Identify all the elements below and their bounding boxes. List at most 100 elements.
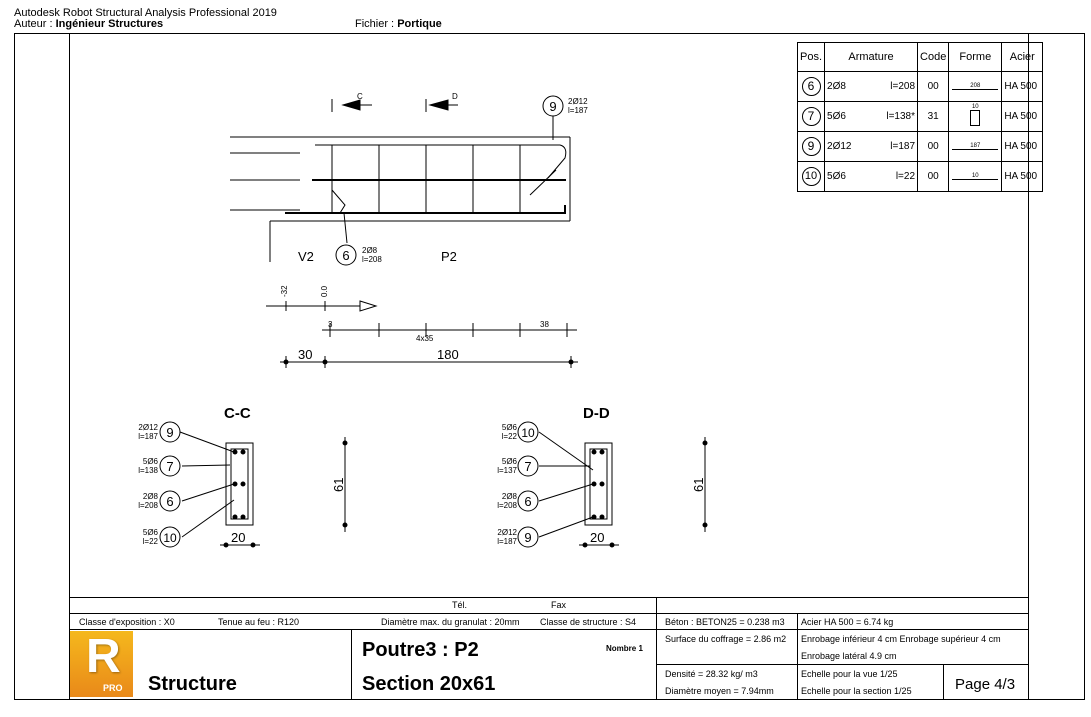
callout-length: l=187 (138, 432, 158, 441)
cover-top-bottom: Enrobage inférieur 4 cm Enrobage supérie… (801, 634, 1001, 644)
callout-length: l=208 (497, 501, 517, 510)
stirrup-spacing-dimension: 3 4x35 38 (322, 320, 577, 343)
pos-circle: 7 (801, 107, 821, 126)
element-name: Poutre3 : P2 (362, 639, 479, 661)
shape-label: 10 (971, 173, 979, 179)
col-acier: Acier (1001, 42, 1044, 72)
rebar-schedule-table: Pos. Armature Code Forme Acier 6 2Ø8 l=2… (796, 42, 1044, 192)
callout-desc: 2Ø8 (362, 246, 378, 255)
callout-desc: 2Ø12 (497, 528, 517, 537)
callout-length: l=137 (497, 466, 517, 475)
dim-30: 30 (298, 347, 312, 362)
section-marker-c: C (331, 92, 372, 112)
title-divider (656, 613, 1029, 614)
author-value: Ingénieur Structures (55, 18, 164, 30)
page-number: Page 4/3 (955, 676, 1016, 693)
shape-label: 208 (970, 83, 981, 89)
code-cell: 31 (917, 101, 950, 132)
title-divider (656, 664, 1029, 665)
callout-length: l=22 (143, 537, 159, 546)
section-c-label: C (357, 92, 363, 101)
callout-pos-9: 9 2Ø12 l=187 (138, 421, 181, 443)
overall-dimension: 30 180 (280, 347, 578, 368)
callout-number: 10 (163, 531, 177, 545)
beam-elevation (230, 116, 571, 262)
section-dd-height: 61 (691, 478, 706, 492)
steel-cell: HA 500 (1001, 161, 1044, 192)
scale-section: Echelle pour la section 1/25 (801, 686, 912, 696)
title-divider (656, 597, 657, 700)
steel-weight: Acier HA 500 = 6.74 kg (801, 617, 894, 627)
title-divider (943, 664, 944, 700)
length-cell: l=138* (873, 101, 919, 132)
stirrup-shape-icon (970, 110, 981, 126)
table-row: 9 2Ø12 l=187 00 187 HA 500 (796, 131, 1044, 162)
fax-label: Fax (551, 600, 567, 610)
shape-cell: 208 (948, 71, 1003, 102)
shape-label: 187 (970, 143, 981, 149)
callout-desc: 5Ø6 (143, 457, 159, 466)
callout-desc: 5Ø6 (502, 457, 518, 466)
callout-number: 6 (524, 494, 531, 509)
callout-number: 9 (524, 530, 531, 545)
level-axis: -32 0.0 (266, 285, 378, 312)
section-cc: C-C 9 2Ø12 l=187 7 5Ø6 l=138 6 2Ø8 l=208 (138, 405, 348, 548)
logo-letter: R (86, 630, 121, 683)
title-divider (351, 629, 352, 700)
author-line: Auteur : Ingénieur Structures (14, 19, 163, 30)
callout-number: 7 (166, 459, 173, 474)
callout-length: l=138 (138, 466, 158, 475)
formwork-area: Surface du coffrage = 2.86 m2 (665, 634, 787, 644)
callout-length: l=208 (138, 501, 158, 510)
dim-180: 180 (437, 347, 459, 362)
dim-38: 38 (540, 320, 549, 329)
callout-length: l=208 (362, 255, 382, 264)
density: Densité = 28.32 kg/ m3 (665, 669, 758, 679)
callout-desc: 2Ø8 (502, 492, 518, 501)
exposure-class: Classe d'exposition : X0 (79, 617, 175, 627)
logo-sub: PRO (103, 683, 123, 693)
callout-pos-9: 9 2Ø12 l=187 (497, 526, 539, 548)
shape-cell: 187 (948, 131, 1003, 162)
section-dd-width: 20 (590, 530, 604, 545)
callout-bar-9: 9 2Ø12 l=187 (542, 95, 588, 117)
section-cc-width: 20 (231, 530, 245, 545)
callout-pos-6: 6 2Ø8 l=208 (138, 490, 181, 512)
dim-4x35: 4x35 (416, 334, 434, 343)
callout-pos-6: 6 2Ø8 l=208 (497, 490, 539, 512)
callout-number: 10 (521, 426, 535, 440)
file-line: Fichier : Portique (355, 19, 442, 30)
callout-pos-7: 7 5Ø6 l=137 (497, 455, 539, 477)
section-marker-d: D (425, 92, 458, 112)
file-value: Portique (397, 18, 442, 30)
rebar-table-header: Pos. Armature Code Forme Acier (796, 42, 1044, 72)
author-label: Auteur : (14, 18, 53, 30)
robot-pro-logo: R PRO (70, 630, 133, 697)
pos-circle: 10 (801, 167, 821, 186)
callout-desc: 2Ø12 (138, 423, 158, 432)
callout-number: 6 (166, 494, 173, 509)
pos-circle: 9 (801, 137, 821, 156)
callout-length: l=22 (502, 432, 518, 441)
level-zero: 0.0 (320, 285, 329, 297)
title-block (69, 597, 1029, 700)
drawing-area (69, 33, 1029, 598)
level-minus-32: -32 (280, 285, 289, 297)
callout-length: l=187 (568, 106, 588, 115)
title-divider (69, 613, 656, 614)
shape-line (952, 149, 999, 150)
code-cell: 00 (917, 71, 950, 102)
callout-pos-7: 7 5Ø6 l=138 (138, 455, 181, 477)
drawing-canvas: C D 9 2Ø12 l=187 (138, 92, 708, 548)
pos-circle: 6 (801, 77, 821, 96)
mean-diameter: Diamètre moyen = 7.94mm (665, 686, 774, 696)
shape-line (952, 89, 999, 90)
callout-number: 7 (524, 459, 531, 474)
title-divider (69, 629, 1029, 630)
section-cc-height: 61 (331, 478, 346, 492)
length-cell: l=187 (873, 131, 919, 162)
support-label-p2: P2 (441, 249, 457, 264)
section-dd-title: D-D (583, 405, 610, 422)
col-forme: Forme (948, 42, 1003, 72)
cover-side: Enrobage latéral 4.9 cm (801, 651, 897, 661)
